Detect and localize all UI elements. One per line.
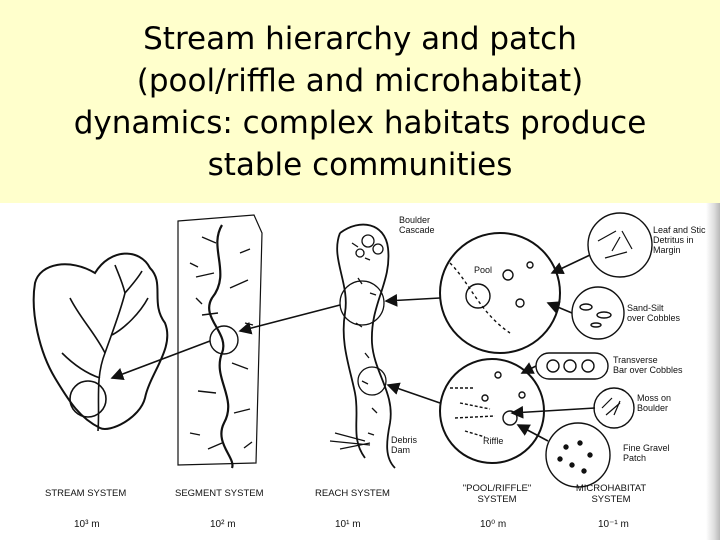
slide-title: Stream hierarchy and patch (pool/riffle … [0,18,720,186]
callout-sand-silt-line-2: over Cobbles [627,313,680,323]
callout-leaf-stick-line-1: Leaf and Stick [653,225,710,235]
callout-sand-silt: Sand-Silt over Cobbles [627,303,680,323]
callout-leaf-stick-line-3: Margin [653,245,710,255]
scale-label-segment: 10² m [210,519,236,530]
system-label-segment: SEGMENT SYSTEM [175,488,264,499]
title-line-2: (pool/riffle and microhabitat) [0,60,720,102]
callout-leaf-stick-line-2: Detritus in [653,235,710,245]
title-line-3: dynamics: complex habitats produce [0,102,720,144]
title-line-1: Stream hierarchy and patch [0,18,720,60]
callout-riffle: Riffle [483,436,503,446]
callout-transverse-bar-line-2: Bar over Cobbles [613,365,683,375]
callout-fine-gravel-line-1: Fine Gravel [623,443,670,453]
callout-sand-silt-line-1: Sand-Silt [627,303,680,313]
scale-label-pool-riffle: 10⁰ m [480,519,506,530]
title-line-4: stable communities [0,144,720,186]
callout-transverse-bar: Transverse Bar over Cobbles [613,355,683,375]
callout-pool: Pool [474,265,492,275]
scale-label-stream: 10³ m [74,519,100,530]
system-label-pool-riffle-line-2: SYSTEM [452,494,542,505]
system-label-pool-riffle: "POOL/RIFFLE" SYSTEM [452,483,542,505]
system-label-microhabitat-line-2: SYSTEM [570,494,652,505]
segment-system-drawing [178,215,262,468]
callout-debris-dam-line-1: Debris [391,435,417,445]
callout-debris-dam: Debris Dam [391,435,417,455]
callout-debris-dam-line-2: Dam [391,445,417,455]
callout-moss-boulder-line-2: Boulder [637,403,671,413]
stream-system-drawing [34,254,168,431]
scan-edge-shadow [706,203,720,540]
reach-system-drawing [330,225,395,468]
callout-boulder-cascade-line-1: Boulder [399,215,435,225]
callout-moss-boulder-line-1: Moss on [637,393,671,403]
callout-fine-gravel-line-2: Patch [623,453,670,463]
callout-boulder-cascade: Boulder Cascade [399,215,435,235]
system-label-microhabitat-line-1: MICROHABITAT [570,483,652,494]
callout-transverse-bar-line-1: Transverse [613,355,683,365]
system-label-stream: STREAM SYSTEM [45,488,126,499]
callout-fine-gravel: Fine Gravel Patch [623,443,670,463]
system-label-microhabitat: MICROHABITAT SYSTEM [570,483,652,505]
callout-moss-boulder: Moss on Boulder [637,393,671,413]
pool-riffle-drawing [440,233,560,463]
callout-boulder-cascade-line-2: Cascade [399,225,435,235]
system-label-pool-riffle-line-1: "POOL/RIFFLE" [452,483,542,494]
stream-hierarchy-figure: Boulder Cascade Pool Debris Dam Riffle L… [0,203,720,540]
scale-label-reach: 10¹ m [335,519,361,530]
system-label-reach: REACH SYSTEM [315,488,390,499]
scale-label-microhabitat: 10⁻¹ m [598,519,629,530]
callout-leaf-stick: Leaf and Stick Detritus in Margin [653,225,710,255]
